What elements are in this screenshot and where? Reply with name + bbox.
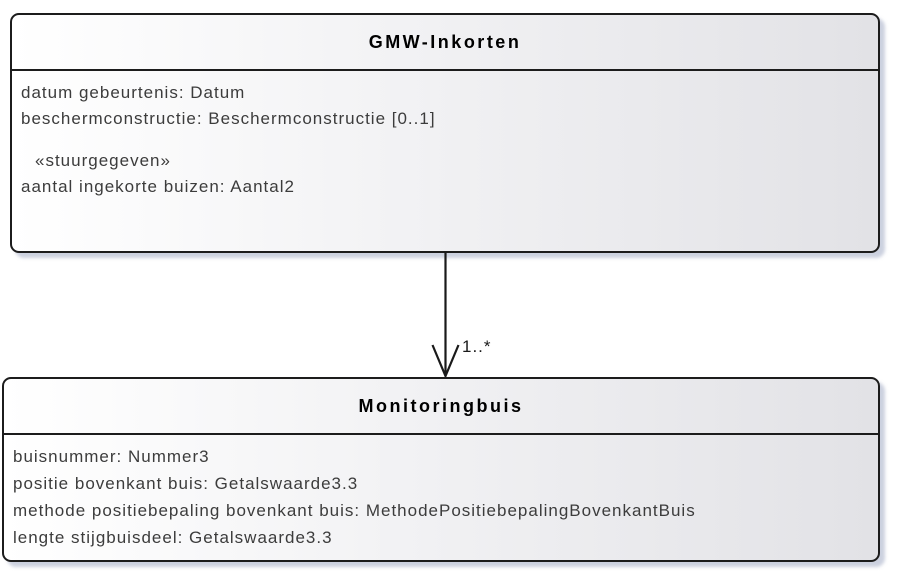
class-box-gmw-inkorten: GMW-Inkorten datum gebeurtenis: Datum be… — [10, 13, 880, 253]
class-header-gmw-inkorten: GMW-Inkorten — [12, 15, 878, 71]
attributes-gmw-inkorten: datum gebeurtenis: Datum beschermconstru… — [12, 71, 878, 200]
class-title-gmw-inkorten: GMW-Inkorten — [368, 31, 522, 52]
class-header-monitoringbuis: Monitoringbuis — [4, 379, 878, 435]
attribute-datum-gebeurtenis: datum gebeurtenis: Datum — [21, 83, 246, 102]
association-connector — [431, 252, 460, 378]
attribute-lengte-stijgbuisdeel: lengte stijgbuisdeel: Getalswaarde3.3 — [13, 528, 333, 547]
attribute-methode-positiebepaling: methode positiebepaling bovenkant buis: … — [13, 501, 696, 520]
attribute-beschermconstructie: beschermconstructie: Beschermconstructie… — [21, 109, 436, 128]
class-box-monitoringbuis: Monitoringbuis buisnummer: Nummer3 posit… — [2, 377, 880, 562]
attribute-positie-bovenkant-buis: positie bovenkant buis: Getalswaarde3.3 — [13, 474, 359, 493]
association-multiplicity: 1..* — [462, 337, 492, 356]
attribute-aantal-ingekorte-buizen: aantal ingekorte buizen: Aantal2 — [21, 177, 295, 196]
attributes-monitoringbuis: buisnummer: Nummer3 positie bovenkant bu… — [4, 435, 878, 551]
stereotype-stuurgegeven: «stuurgegeven» — [35, 151, 171, 170]
attribute-buisnummer: buisnummer: Nummer3 — [13, 447, 210, 466]
class-title-monitoringbuis: Monitoringbuis — [358, 395, 524, 416]
open-arrowhead-icon — [431, 344, 460, 378]
